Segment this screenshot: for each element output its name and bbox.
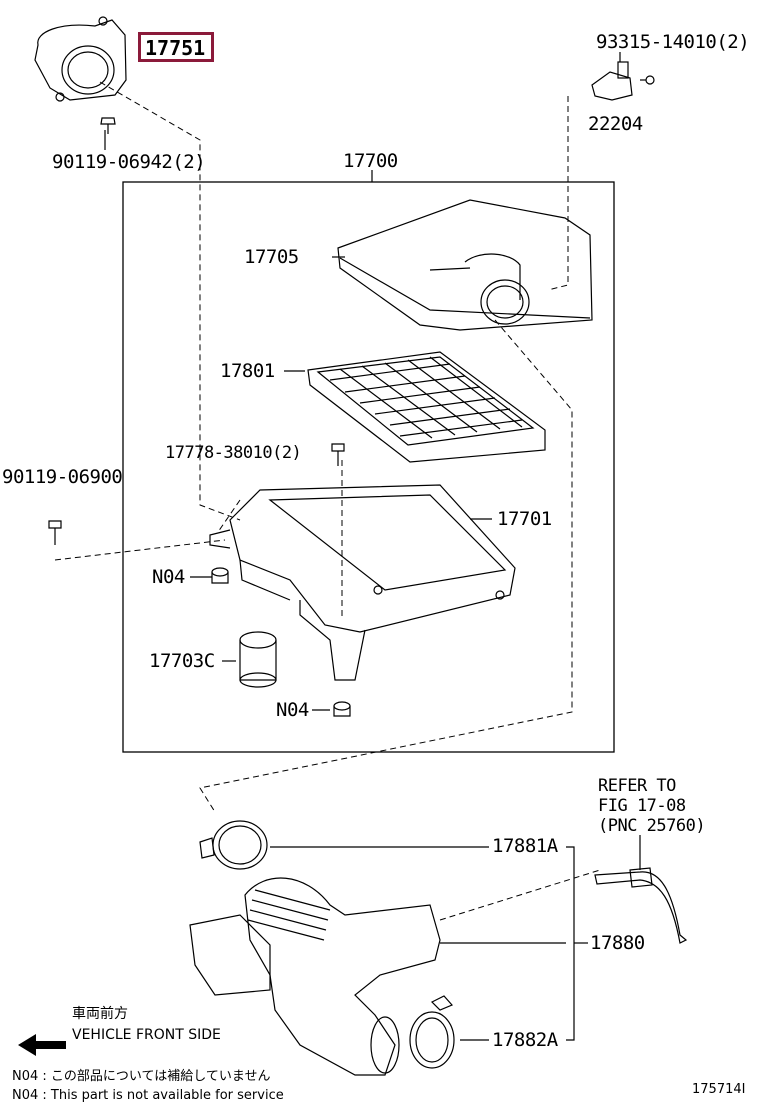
refer-line-1: REFER TO — [598, 776, 676, 796]
refer-line-3: (PNC 25760) — [598, 816, 706, 836]
label-17881a[interactable]: 17881A — [492, 835, 558, 857]
label-17700[interactable]: 17700 — [343, 150, 398, 172]
air-filter-17801 — [307, 351, 546, 463]
note-en: N04 : This part is not available for ser… — [12, 1088, 284, 1103]
label-22204[interactable]: 22204 — [588, 113, 643, 135]
label-17703c[interactable]: 17703C — [149, 650, 215, 672]
bolt-17778 — [331, 443, 345, 466]
label-17882a[interactable]: 17882A — [492, 1029, 558, 1051]
air-cleaner-case-17701 — [209, 484, 516, 681]
clamp-17882a — [409, 995, 455, 1069]
bolt-90119-06900 — [48, 520, 62, 545]
label-n04-a[interactable]: N04 — [152, 566, 185, 588]
clamp-17881a — [199, 820, 268, 870]
sensor-22204 — [591, 61, 655, 101]
dashed-leaders — [54, 81, 601, 921]
label-90119-06900[interactable]: 90119-06900 — [2, 466, 123, 488]
refer-line-2: FIG 17-08 — [598, 796, 686, 816]
label-93315-14010[interactable]: 93315-14010(2) — [596, 31, 750, 53]
label-17778-38010[interactable]: 17778-38010(2) — [165, 443, 302, 463]
bolt-90119-06942 — [100, 117, 116, 134]
assembly-frame — [122, 181, 615, 753]
label-17701[interactable]: 17701 — [497, 508, 552, 530]
small-hose — [594, 867, 688, 944]
air-cleaner-cap-17705 — [337, 199, 593, 331]
label-17705[interactable]: 17705 — [244, 246, 299, 268]
label-n04-b[interactable]: N04 — [276, 699, 309, 721]
valve-17703c — [239, 631, 277, 688]
leader-lines — [104, 52, 641, 1041]
intake-adapter-17751 — [34, 16, 127, 102]
label-17801[interactable]: 17801 — [220, 360, 275, 382]
grommet-n04-b — [333, 701, 351, 717]
direction-jp: 車両前方 — [72, 1006, 128, 1022]
label-17751: 17751 — [145, 36, 206, 60]
grommet-n04-a — [211, 567, 229, 584]
label-17880[interactable]: 17880 — [590, 932, 645, 954]
highlight-17751[interactable]: 17751 — [138, 32, 214, 62]
label-90119-06942[interactable]: 90119-06942(2) — [52, 151, 206, 173]
figure-id: 175714I — [692, 1082, 746, 1097]
vehicle-front-arrow-icon — [18, 1034, 66, 1056]
intake-hose-17880 — [189, 877, 441, 1076]
note-jp: N04 : この部品については補給していません — [12, 1069, 271, 1084]
direction-en: VEHICLE FRONT SIDE — [72, 1027, 221, 1043]
